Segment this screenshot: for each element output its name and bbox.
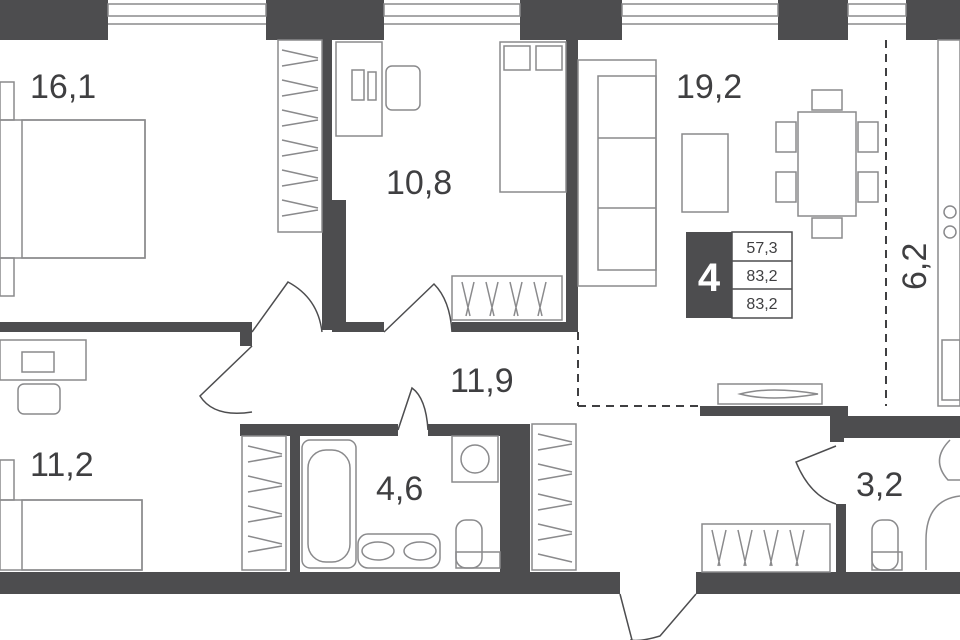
rooms-count: 4 <box>698 256 721 300</box>
area-total-with-balcony: 83,2 <box>746 296 777 313</box>
zone-lines <box>577 40 887 407</box>
area-total: 83,2 <box>746 268 777 285</box>
room-area-bedroom-small: 10,8 <box>386 164 452 202</box>
doors <box>199 281 837 640</box>
room-area-bedroom-main: 16,1 <box>30 68 96 106</box>
windows <box>107 3 907 25</box>
furniture <box>0 39 960 573</box>
area-box <box>731 231 793 319</box>
room-area-wc: 3,2 <box>856 466 903 504</box>
room-area-kitchen: 6,2 <box>896 243 934 290</box>
room-area-hall: 11,9 <box>450 362 514 400</box>
area-living: 57,3 <box>746 240 777 257</box>
room-area-living: 19,2 <box>676 68 742 106</box>
room-area-bedroom-left: 11,2 <box>30 446 94 484</box>
room-area-bathroom: 4,6 <box>376 470 423 508</box>
rooms-count-box <box>686 232 732 318</box>
walls <box>0 0 960 594</box>
info-badge: 4 57,3 83,2 83,2 <box>686 231 793 319</box>
